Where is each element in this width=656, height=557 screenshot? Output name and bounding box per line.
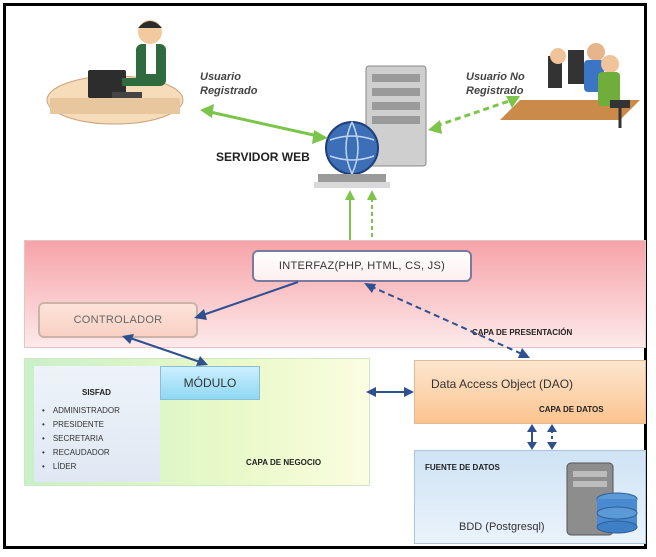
unregistered-user-label: Usuario No Registrado	[466, 71, 525, 97]
registered-user-illustration	[46, 20, 184, 125]
unregistered-users-illustration	[500, 43, 640, 128]
controller-box: CONTROLADOR	[38, 302, 198, 338]
data-source-box: FUENTE DE DATOS BDD (Postgresql)	[414, 450, 646, 544]
database-server-icon	[566, 462, 638, 536]
business-layer-label: CAPA DE NEGOCIO	[246, 458, 322, 467]
data-source-label: FUENTE DE DATOS	[425, 463, 500, 472]
module-label: MÓDULO	[183, 376, 237, 390]
sisfad-panel: SISFAD ADMINISTRADOR PRESIDENTE SECRETAR…	[34, 366, 160, 482]
data-layer-label: CAPA DE DATOS	[539, 405, 604, 414]
role-item: ADMINISTRADOR	[42, 404, 120, 418]
dao-box: Data Access Object (DAO) CAPA DE DATOS	[414, 360, 646, 424]
role-item: PRESIDENTE	[42, 418, 120, 432]
registered-user-arrow	[200, 104, 328, 144]
interface-box: INTERFAZ(PHP, HTML, CS, JS)	[252, 250, 472, 282]
unregistered-user-arrow	[428, 96, 520, 134]
web-server-illustration	[314, 65, 427, 188]
interface-label: INTERFAZ(PHP, HTML, CS, JS)	[278, 260, 446, 272]
roles-list: ADMINISTRADOR PRESIDENTE SECRETARIA RECA…	[42, 404, 120, 474]
role-item: RECAUDADOR	[42, 446, 120, 460]
db-label: BDD (Postgresql)	[459, 521, 545, 533]
sisfad-title: SISFAD	[82, 388, 111, 397]
role-item: LÍDER	[42, 460, 120, 474]
dao-label: Data Access Object (DAO)	[431, 377, 574, 391]
registered-user-label: Usuario Registrado	[200, 71, 258, 97]
controller-label: CONTROLADOR	[73, 314, 163, 326]
web-server-label: SERVIDOR WEB	[216, 150, 310, 164]
presentation-layer-label: CAPA DE PRESENTACIÓN	[472, 328, 573, 337]
module-box: MÓDULO	[160, 366, 260, 400]
role-item: SECRETARIA	[42, 432, 120, 446]
